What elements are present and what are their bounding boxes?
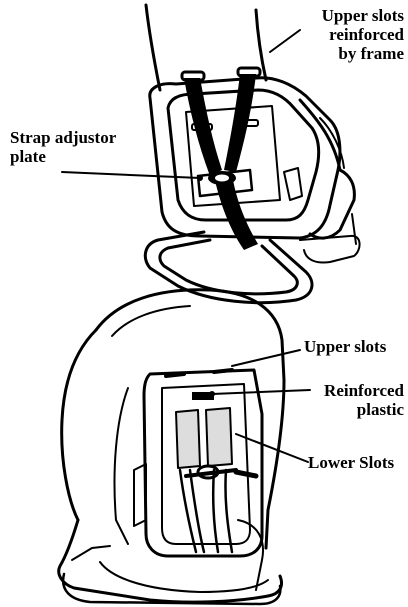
label-lower-slots: Lower Slots <box>308 453 394 472</box>
bottom-car-seat <box>59 290 284 604</box>
label-reinforced-plastic: Reinforced plastic <box>324 381 404 419</box>
top-harness-straps <box>184 74 258 250</box>
label-upper-slots-reinforced-by-frame: Upper slots reinforced by frame <box>322 6 404 63</box>
label-upper-slots: Upper slots <box>304 337 386 356</box>
label-strap-adjustor-plate: Strap adjustor plate <box>10 128 116 166</box>
